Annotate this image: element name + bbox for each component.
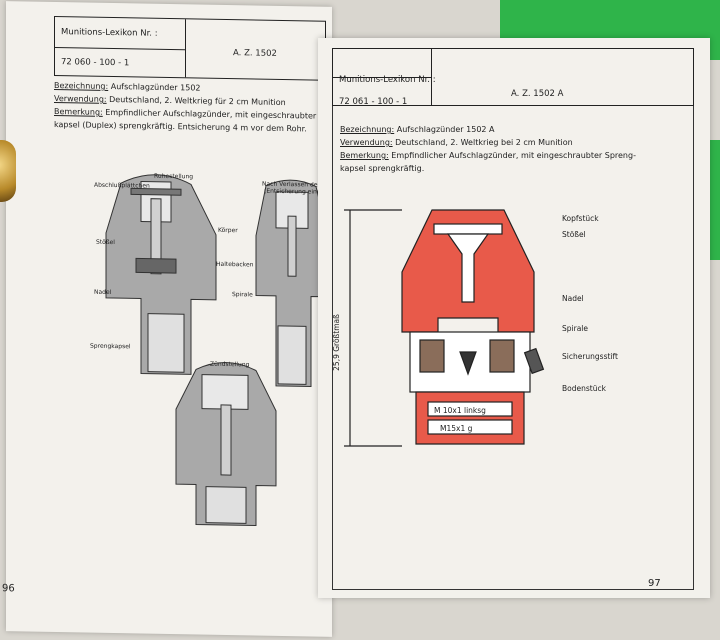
left-bezeichnung: Bezeichnung: Aufschlagzünder 1502 <box>54 80 201 93</box>
label-haltebacken: Haltebacken <box>216 260 254 269</box>
label-stoessel: Stößel <box>96 238 115 247</box>
thread-box-2 <box>427 419 513 435</box>
label-abschluss: Abschlußplättchen <box>94 181 150 190</box>
striker-cap <box>433 223 503 235</box>
right-header-title: Munitions-Lexikon Nr. : <box>339 75 436 85</box>
fuze-fire-drawing <box>175 362 277 527</box>
left-page-number: 96 <box>2 583 15 595</box>
thread-box-1 <box>427 401 513 417</box>
left-page: Munitions-Lexikon Nr. : 72 060 - 100 - 1… <box>2 1 350 637</box>
spring-coil-left <box>419 339 445 373</box>
right-bemerkung: Bemerkung: Empfindlicher Aufschlagzünder… <box>340 151 636 160</box>
spring-coil-right <box>489 339 515 373</box>
label-spirale: Spirale <box>232 291 253 299</box>
right-page-number: 97 <box>648 578 661 589</box>
left-header-box: Munitions-Lexikon Nr. : 72 060 - 100 - 1… <box>54 15 326 81</box>
right-fuze-section-drawing <box>344 209 545 447</box>
caption-fire: Zündstellung <box>210 360 250 369</box>
label-thread2: M15x1 g <box>440 424 473 433</box>
left-header-code: A. Z. 1502 <box>233 48 277 59</box>
label-sprengkapsel: Sprengkapsel <box>90 342 131 351</box>
label-bodenstueck: Bodenstück <box>562 384 606 393</box>
fuze-after-drawing <box>255 179 326 387</box>
striker-stem <box>446 233 490 303</box>
fuze-rest-drawing <box>105 174 217 375</box>
brass-object <box>0 140 16 202</box>
left-header-number: 72 060 - 100 - 1 <box>61 57 130 69</box>
safety-pin <box>523 347 545 375</box>
label-nadel-right: Nadel <box>562 294 584 303</box>
right-page: Munitions-Lexikon Nr. : 72 061 - 100 - 1… <box>318 38 710 598</box>
label-koerper: Körper <box>218 226 238 235</box>
label-spirale-right: Spirale <box>562 324 588 333</box>
label-nadel: Nadel <box>94 288 112 296</box>
right-header-number: 72 061 - 100 - 1 <box>339 97 408 107</box>
base-section-red <box>415 391 525 445</box>
caption-rest: Ruhestellung <box>154 172 194 181</box>
needle-tip <box>459 351 477 376</box>
right-bezeichnung: Bezeichnung: Aufschlagzünder 1502 A <box>340 125 495 134</box>
label-stoessel-right: Stößel <box>562 230 586 239</box>
left-fuze-illustrations <box>105 174 326 527</box>
right-header-code: A. Z. 1502 A <box>511 89 564 99</box>
right-verwendung: Verwendung: Deutschland, 2. Weltkrieg be… <box>340 138 573 147</box>
label-sicherungsstift: Sicherungsstift <box>562 352 618 361</box>
label-dimension: 25,9 Größtmaß <box>331 314 341 371</box>
left-header-title: Munitions-Lexikon Nr. : <box>61 27 158 39</box>
label-kopfstueck: Kopfstück <box>562 214 599 223</box>
right-bemerkung-line2: kapsel sprengkräftig. <box>340 164 425 173</box>
right-header-box: Munitions-Lexikon Nr. : 72 061 - 100 - 1… <box>332 48 694 107</box>
label-thread1: M 10x1 linksg <box>434 406 486 415</box>
